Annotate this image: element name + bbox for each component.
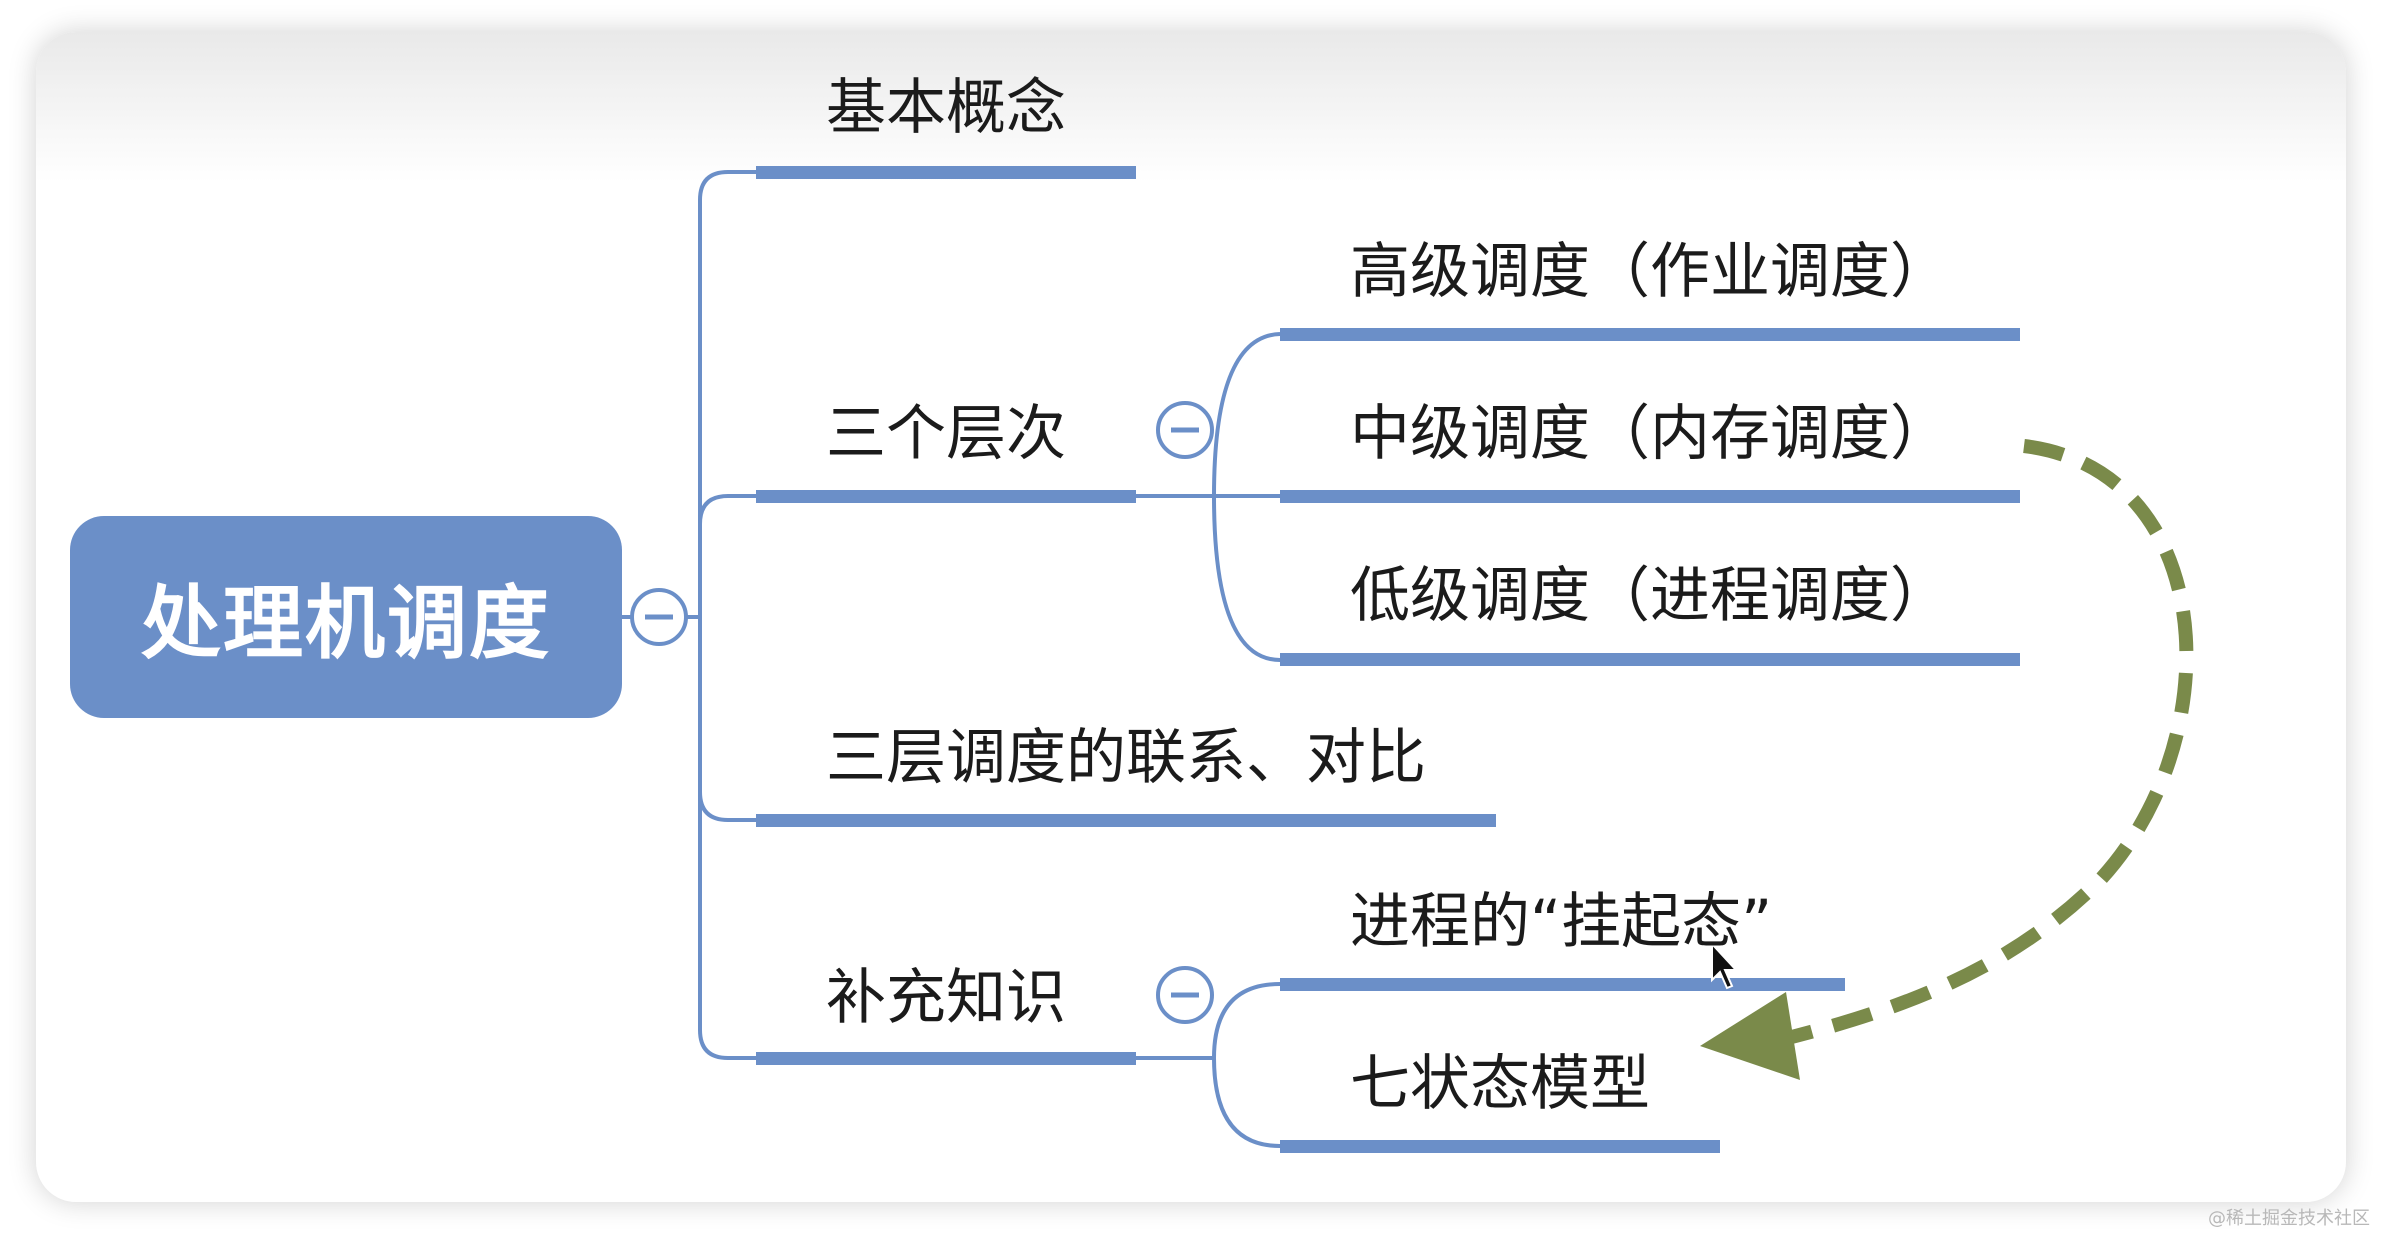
branch-label-3: 三层调度的联系、对比 [826, 723, 1426, 793]
child-underline-2-1 [1280, 328, 2020, 341]
child-label-2-2: 中级调度（内存调度） [1350, 399, 1950, 469]
branch-label-4: 补充知识 [826, 963, 1066, 1033]
minus-circle-icon[interactable] [630, 588, 688, 646]
minus-circle-icon[interactable] [1156, 966, 1214, 1024]
branch-underline-3 [756, 814, 1496, 827]
trunk-bottom-curve [698, 1029, 756, 1060]
minus-circle-icon[interactable] [1156, 401, 1214, 459]
mouse-cursor-icon [1711, 941, 1739, 990]
root-label: 处理机调度 [141, 577, 551, 670]
branch4-curve-up [1212, 982, 1281, 1059]
child-label-2-1: 高级调度（作业调度） [1350, 237, 1950, 307]
child-label-4-2: 七状态模型 [1350, 1049, 1650, 1119]
child-underline-4-2 [1280, 1140, 1720, 1153]
branch-label-2: 三个层次 [826, 399, 1066, 469]
trunk-top-curve [698, 170, 756, 201]
trunk-branch3-curve [698, 791, 756, 822]
child-underline-2-2 [1280, 490, 2020, 503]
child-underline-4-1 [1280, 978, 1845, 991]
child-underline-2-3 [1280, 653, 2020, 666]
branch-label-1: 基本概念 [826, 73, 1066, 143]
branch-underline-4 [756, 1052, 1136, 1065]
child-label-2-3: 低级调度（进程调度） [1350, 561, 1950, 631]
child-label-4-1: 进程的“挂起态” [1350, 887, 1773, 957]
branch2-curve-up [1212, 332, 1281, 497]
branch-underline-2 [756, 490, 1136, 503]
watermark: @稀土掘金技术社区 [2208, 1208, 2370, 1229]
branch4-curve-down [1212, 1057, 1281, 1148]
dashed-arrow-path [1778, 439, 2194, 1047]
trunk-branch2-curve [698, 494, 756, 525]
dashed-arrow-head [1700, 992, 1800, 1080]
root-node: 处理机调度 [70, 516, 622, 718]
card-header-fade [36, 32, 2346, 182]
branch2-curve-down [1212, 495, 1281, 662]
branch-underline-1 [756, 166, 1136, 179]
